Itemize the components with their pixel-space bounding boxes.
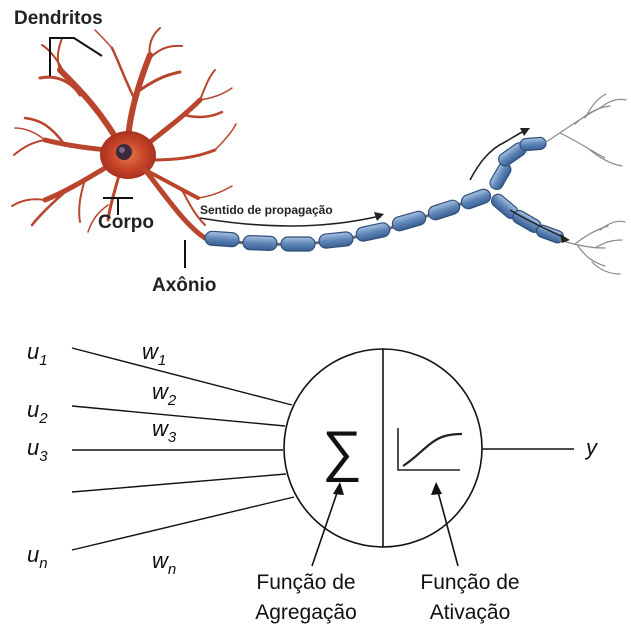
neuron-illustration bbox=[12, 28, 626, 274]
neuron-labels: Dendritos Corpo Axônio Sentido de propag… bbox=[14, 8, 333, 296]
perceptron-model: ∑ u1 u2 u3 un w1 w2 w3 wn y bbox=[27, 339, 599, 624]
axon-terminals bbox=[546, 94, 626, 274]
activation-caption-line2: Ativação bbox=[430, 601, 511, 624]
axon-hillock bbox=[145, 170, 205, 238]
summation-icon: ∑ bbox=[322, 419, 362, 482]
function-captions: Função de Agregação Função de Ativação bbox=[255, 571, 519, 624]
aggregation-caption-line1: Função de bbox=[256, 571, 355, 594]
body-label: Corpo bbox=[98, 212, 154, 233]
input-u3: u3 bbox=[27, 435, 48, 465]
activation-caption-line1: Função de bbox=[420, 571, 519, 594]
input-labels: u1 u2 u3 un bbox=[27, 339, 48, 572]
dendrites-label: Dendritos bbox=[14, 8, 103, 29]
axon-branch-lower bbox=[489, 192, 565, 245]
input-u2: u2 bbox=[27, 397, 48, 427]
weight-w2: w2 bbox=[152, 379, 177, 409]
input-lines bbox=[72, 348, 294, 550]
weight-labels: w1 w2 w3 wn bbox=[142, 339, 177, 578]
propagation-arrow-main bbox=[200, 216, 380, 226]
weight-w3: w3 bbox=[152, 416, 177, 446]
input-u1: u1 bbox=[27, 339, 48, 369]
axon-label: Axônio bbox=[152, 275, 216, 296]
axon-branch-upper bbox=[488, 137, 547, 192]
myelin-sheath bbox=[205, 187, 493, 251]
weight-w1: w1 bbox=[142, 339, 166, 369]
output-y-label: y bbox=[584, 435, 599, 460]
direction-label: Sentido de propagação bbox=[200, 203, 333, 217]
weight-wn: wn bbox=[152, 548, 176, 578]
dendrites bbox=[12, 28, 236, 232]
aggregation-caption-line2: Agregação bbox=[255, 601, 357, 624]
input-un: un bbox=[27, 542, 48, 572]
